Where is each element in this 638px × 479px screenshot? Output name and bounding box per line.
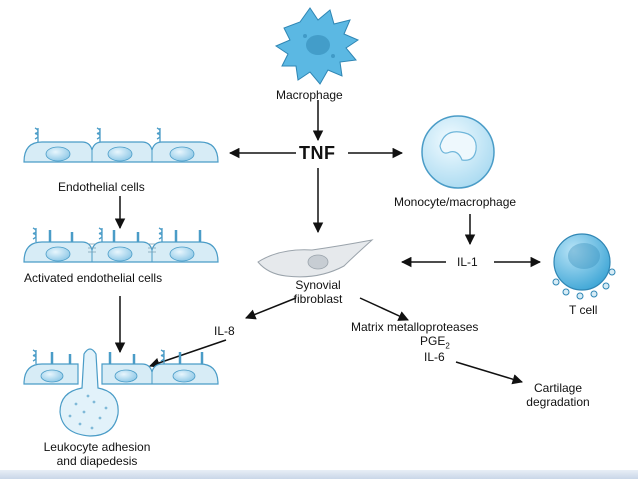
t-cell-label: T cell: [569, 303, 598, 317]
il8-label: IL-8: [214, 324, 235, 338]
arrow-fibroblast-il8: [245, 297, 297, 320]
cartilage-label-line1: Cartilage: [533, 381, 583, 395]
pge2-label: PGE2: [420, 334, 450, 353]
monocyte-macrophage-cell: [421, 115, 495, 189]
leukocyte-adhesion-row: [23, 348, 219, 437]
arrow-fibroblast-mmp: [359, 297, 409, 321]
tnf-label: TNF: [299, 143, 336, 163]
synovial-label-line2: fibroblast: [293, 292, 343, 306]
leukocyte-adhesion-label: Leukocyte adhesion and diapedesis: [32, 440, 162, 468]
pge2-base: PGE: [420, 334, 446, 348]
monocyte-macrophage-label: Monocyte/macrophage: [394, 195, 517, 209]
il6-label: IL-6: [424, 350, 445, 364]
bottom-bar: [0, 470, 638, 479]
arrow-il8-leukocyte: [149, 339, 227, 368]
synovial-label-line1: Synovial: [295, 278, 341, 292]
leukocyte-label-line2: and diapedesis: [56, 454, 138, 468]
t-cell: [552, 233, 616, 300]
il1-label: IL-1: [457, 255, 478, 269]
synovial-fibroblast-label: Synovial fibroblast: [286, 278, 350, 306]
leukocyte-label-line1: Leukocyte adhesion: [43, 440, 151, 454]
macrophage-cell: [274, 7, 360, 85]
cartilage-label-line2: degradation: [526, 395, 590, 409]
matrix-metalloproteases-label: Matrix metalloproteases: [351, 320, 479, 334]
pge2-subscript: 2: [445, 341, 450, 351]
endothelial-cells-label: Endothelial cells: [58, 180, 145, 194]
activated-endothelial-cells-row: [23, 227, 219, 263]
endothelial-cells-row: [23, 127, 219, 163]
activated-endothelial-cells-label: Activated endothelial cells: [24, 271, 163, 285]
arrow-il6-cartilage: [455, 361, 524, 385]
macrophage-label: Macrophage: [276, 88, 343, 102]
cartilage-degradation-label: Cartilage degradation: [518, 381, 598, 409]
synovial-fibroblast-cell: [257, 239, 374, 278]
